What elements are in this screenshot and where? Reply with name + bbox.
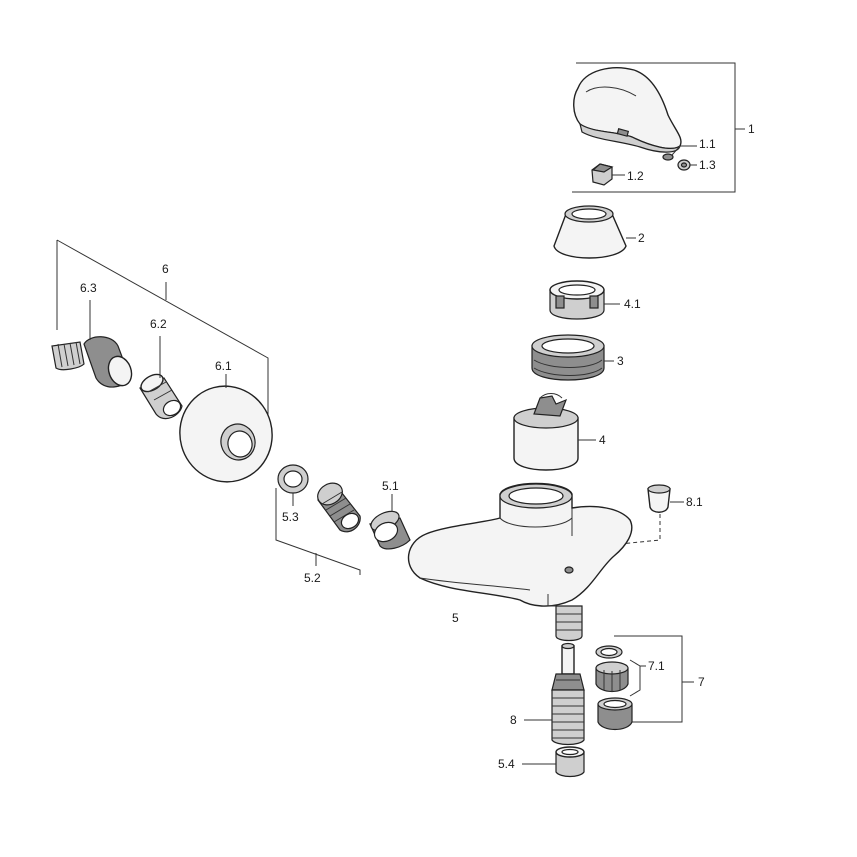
label-6-3: 6.3 — [80, 281, 97, 295]
label-3: 3 — [617, 354, 624, 368]
label-8-1: 8.1 — [686, 495, 703, 509]
part-5-3-washer — [277, 464, 309, 506]
part-5-2-threaded-connector — [317, 482, 361, 533]
part-1-2-screw-cap — [591, 163, 625, 186]
part-1-3-nut — [677, 159, 697, 171]
label-5-2: 5.2 — [304, 571, 321, 585]
label-4: 4 — [599, 433, 606, 447]
part-6-3-eccentric-fitting — [51, 300, 133, 388]
label-1: 1 — [748, 122, 755, 136]
label-5: 5 — [452, 611, 459, 625]
part-5-1-adapter-nut — [369, 494, 411, 550]
part-7-aerator-housing — [597, 697, 633, 731]
bracket-6 — [56, 239, 269, 434]
part-7-1-aerator-nut — [595, 659, 646, 697]
part-4-cartridge — [513, 393, 596, 471]
part-4-1-ring — [549, 280, 620, 320]
part-6-2-sleeve — [139, 336, 183, 420]
part-8-diverter — [524, 642, 585, 746]
part-6-1-wall-rosette — [179, 374, 273, 483]
label-7-1: 7.1 — [648, 659, 665, 673]
label-6-2: 6.2 — [150, 317, 167, 331]
part-5-mixer-body — [407, 482, 633, 642]
label-5-4: 5.4 — [498, 757, 515, 771]
label-8: 8 — [510, 713, 517, 727]
label-4-1: 4.1 — [624, 297, 641, 311]
label-5-3: 5.3 — [282, 510, 299, 524]
bracket-5-2 — [275, 488, 361, 575]
label-2: 2 — [638, 231, 645, 245]
part-8-1-plug-cap — [647, 484, 684, 513]
part-3-threaded-nut — [531, 334, 614, 381]
label-1-3: 1.3 — [699, 158, 716, 172]
part-5-4-reducer — [522, 746, 585, 778]
label-6-1: 6.1 — [215, 359, 232, 373]
label-5-1: 5.1 — [382, 479, 399, 493]
label-1-1: 1.1 — [699, 137, 716, 151]
part-1-1-pin — [662, 145, 697, 161]
label-1-2: 1.2 — [627, 169, 644, 183]
part-2-cover-cone — [553, 205, 636, 259]
label-7: 7 — [698, 675, 705, 689]
label-6: 6 — [162, 262, 169, 276]
bracket-7 — [614, 635, 683, 723]
part-7-washer — [595, 645, 623, 659]
